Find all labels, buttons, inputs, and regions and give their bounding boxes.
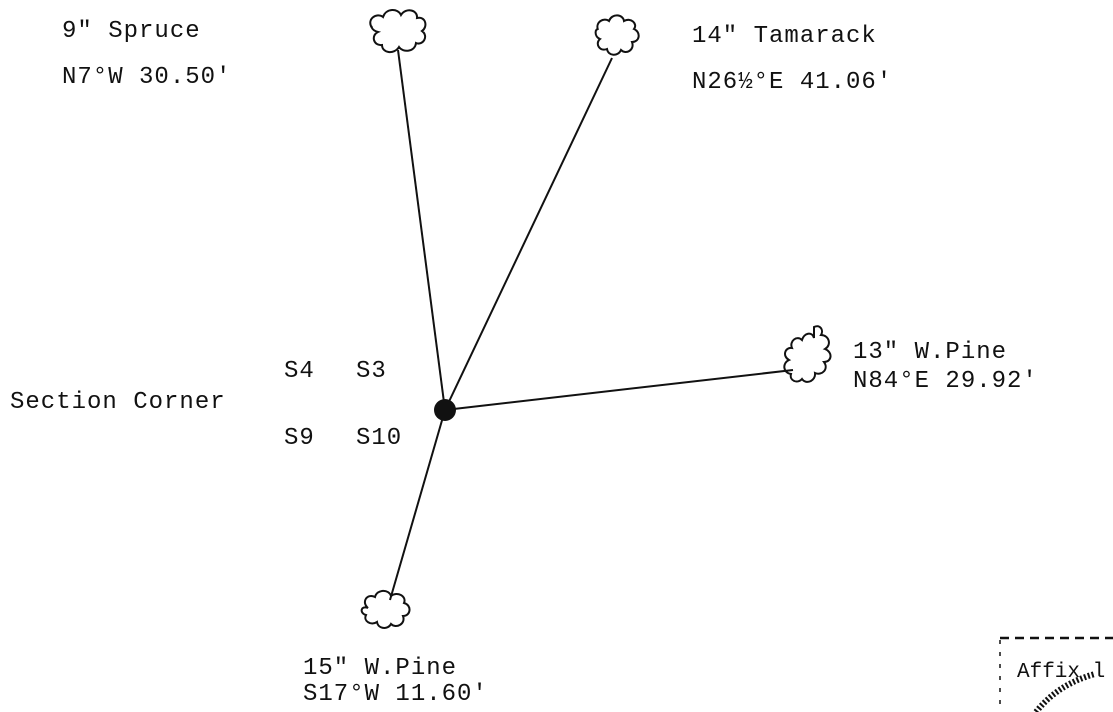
section-ne-label: S3 <box>356 358 387 385</box>
spruce-bearing-label: N7°W 30.50' <box>62 64 232 91</box>
line-to-pine-east <box>444 369 794 411</box>
tamarack-bearing-label: N26½°E 41.06' <box>692 69 893 96</box>
section-corner-label: Section Corner <box>10 389 226 416</box>
section-nw-label: S4 <box>284 358 315 385</box>
affix-label: Affix l <box>1017 661 1106 684</box>
pine-south-size-label: 15" W.Pine <box>303 655 458 682</box>
section-sw-label: S9 <box>284 425 315 452</box>
line-to-spruce <box>397 49 446 411</box>
line-to-pine-south <box>389 409 446 601</box>
section-se-label: S10 <box>356 425 403 452</box>
pine-east-size-label: 13" W.Pine <box>853 339 1008 366</box>
pine-south-bearing-label: S17°W 11.60' <box>303 681 488 708</box>
tamarack-tree-icon <box>594 14 640 56</box>
pine-east-tree-icon <box>783 325 832 383</box>
pine-south-tree-icon <box>360 589 411 629</box>
spruce-size-label: 9" Spruce <box>62 18 201 45</box>
line-to-tamarack <box>444 57 613 411</box>
pine-east-bearing-label: N84°E 29.92' <box>853 368 1038 395</box>
tamarack-size-label: 14" Tamarack <box>692 23 877 50</box>
seal-arc <box>1033 671 1096 712</box>
spruce-tree-icon <box>369 9 427 53</box>
section-corner-dot <box>434 399 456 421</box>
